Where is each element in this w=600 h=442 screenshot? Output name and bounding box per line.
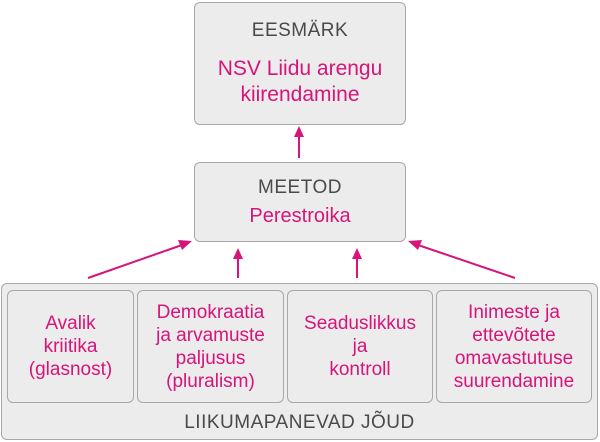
force-line: ja bbox=[352, 336, 368, 357]
force-line: Inimeste ja bbox=[468, 301, 560, 323]
force-line: ettevõtete bbox=[472, 324, 556, 346]
force-line: kriitika bbox=[43, 336, 98, 357]
method-text: Perestroika bbox=[249, 204, 351, 227]
force-box-pluralism: Demokraatia ja arvamuste paljusus (plura… bbox=[137, 290, 284, 403]
goal-text-line2: kiirendamine bbox=[240, 82, 360, 106]
force-line: Avalik bbox=[45, 313, 96, 334]
arrowhead-force3-to-method bbox=[352, 248, 362, 259]
arrowhead-force4-to-method bbox=[408, 240, 422, 250]
force-line: Seaduslikkus bbox=[304, 313, 416, 334]
arrow-force4-to-method bbox=[417, 244, 516, 279]
force-line: kontroll bbox=[329, 359, 391, 380]
arrowhead-force1-to-method bbox=[178, 240, 192, 250]
goal-text-line1: NSV Liidu arengu bbox=[217, 56, 383, 80]
force-line: suurendamine bbox=[453, 370, 575, 392]
goal-box: EESMÄRK NSV Liidu arengu kiirendamine bbox=[194, 2, 406, 125]
arrow-force1-to-method bbox=[87, 244, 183, 279]
force-box-responsibility: Inimeste ja ettevõtete omavastutuse suur… bbox=[436, 290, 592, 403]
forces-label: LIIKUMAPANEVAD JÕUD bbox=[184, 412, 415, 433]
force-line: Demokraatia bbox=[156, 301, 265, 323]
force-line: omavastutuse bbox=[454, 347, 574, 369]
force-line: ja arvamuste bbox=[156, 324, 265, 346]
method-header: MEETOD bbox=[258, 176, 342, 198]
force-box-legality: Seaduslikkus ja kontroll bbox=[287, 290, 433, 403]
force-line: paljusus bbox=[175, 347, 246, 369]
goal-header: EESMÄRK bbox=[251, 19, 349, 41]
arrowhead-method-to-goal bbox=[294, 126, 304, 137]
force-box-glasnost: Avalik kriitika (glasnost) bbox=[7, 290, 134, 403]
method-box: MEETOD Perestroika bbox=[194, 162, 406, 242]
force-line: (glasnost) bbox=[28, 359, 113, 380]
arrowhead-force2-to-method bbox=[233, 248, 243, 259]
force-line: (pluralism) bbox=[166, 370, 255, 392]
